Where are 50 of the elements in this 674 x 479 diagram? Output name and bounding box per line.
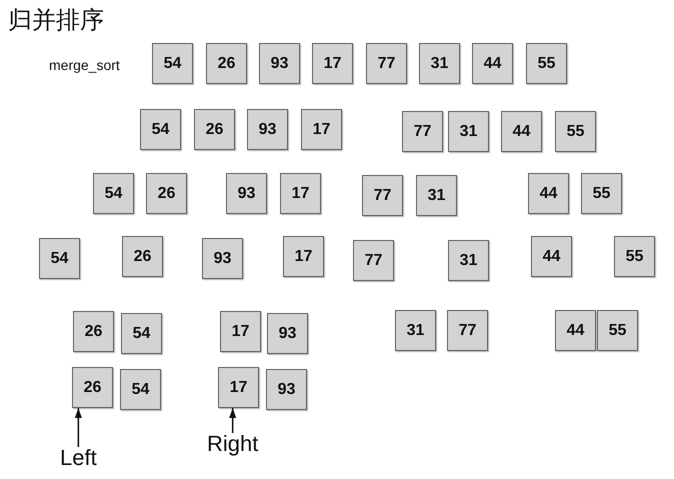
number-box: 55 [614, 236, 655, 277]
number-box: 93 [226, 173, 267, 214]
number-box: 26 [72, 367, 113, 408]
number-box: 31 [448, 111, 489, 152]
number-box: 17 [283, 236, 324, 277]
number-box: 55 [555, 111, 596, 152]
number-box: 26 [194, 109, 235, 150]
number-box: 55 [597, 310, 638, 351]
number-box: 31 [416, 175, 457, 216]
number-box: 44 [501, 111, 542, 152]
number-box: 77 [353, 240, 394, 281]
number-box: 17 [280, 173, 321, 214]
number-box: 44 [472, 43, 513, 84]
pointer-label: Left [60, 447, 97, 469]
number-box: 17 [301, 109, 342, 150]
number-box: 54 [121, 313, 162, 354]
arrow [229, 408, 236, 433]
number-box: 17 [218, 367, 259, 408]
number-box: 54 [152, 43, 193, 84]
number-box: 31 [419, 43, 460, 84]
pointer-label: Right [207, 433, 258, 455]
number-box: 31 [395, 310, 436, 351]
number-box: 26 [122, 236, 163, 277]
number-box: 93 [266, 369, 307, 410]
number-box: 54 [140, 109, 181, 150]
number-box: 77 [362, 175, 403, 216]
number-box: 77 [366, 43, 407, 84]
number-box: 93 [247, 109, 288, 150]
number-box: 26 [146, 173, 187, 214]
number-box: 17 [312, 43, 353, 84]
number-box: 93 [259, 43, 300, 84]
number-box: 77 [447, 310, 488, 351]
function-label: merge_sort [49, 58, 120, 72]
number-box: 54 [39, 238, 80, 279]
number-box: 17 [220, 311, 261, 352]
number-box: 26 [73, 311, 114, 352]
number-box: 55 [581, 173, 622, 214]
number-box: 55 [526, 43, 567, 84]
number-box: 54 [93, 173, 134, 214]
number-box: 26 [206, 43, 247, 84]
number-box: 54 [120, 369, 161, 410]
arrow [74, 408, 82, 447]
number-box: 44 [531, 236, 572, 277]
number-box: 31 [448, 240, 489, 281]
number-box: 93 [267, 313, 308, 354]
number-box: 44 [528, 173, 569, 214]
number-box: 44 [555, 310, 596, 351]
number-box: 93 [202, 238, 243, 279]
number-box: 77 [402, 111, 443, 152]
title: 归并排序 [8, 9, 104, 33]
